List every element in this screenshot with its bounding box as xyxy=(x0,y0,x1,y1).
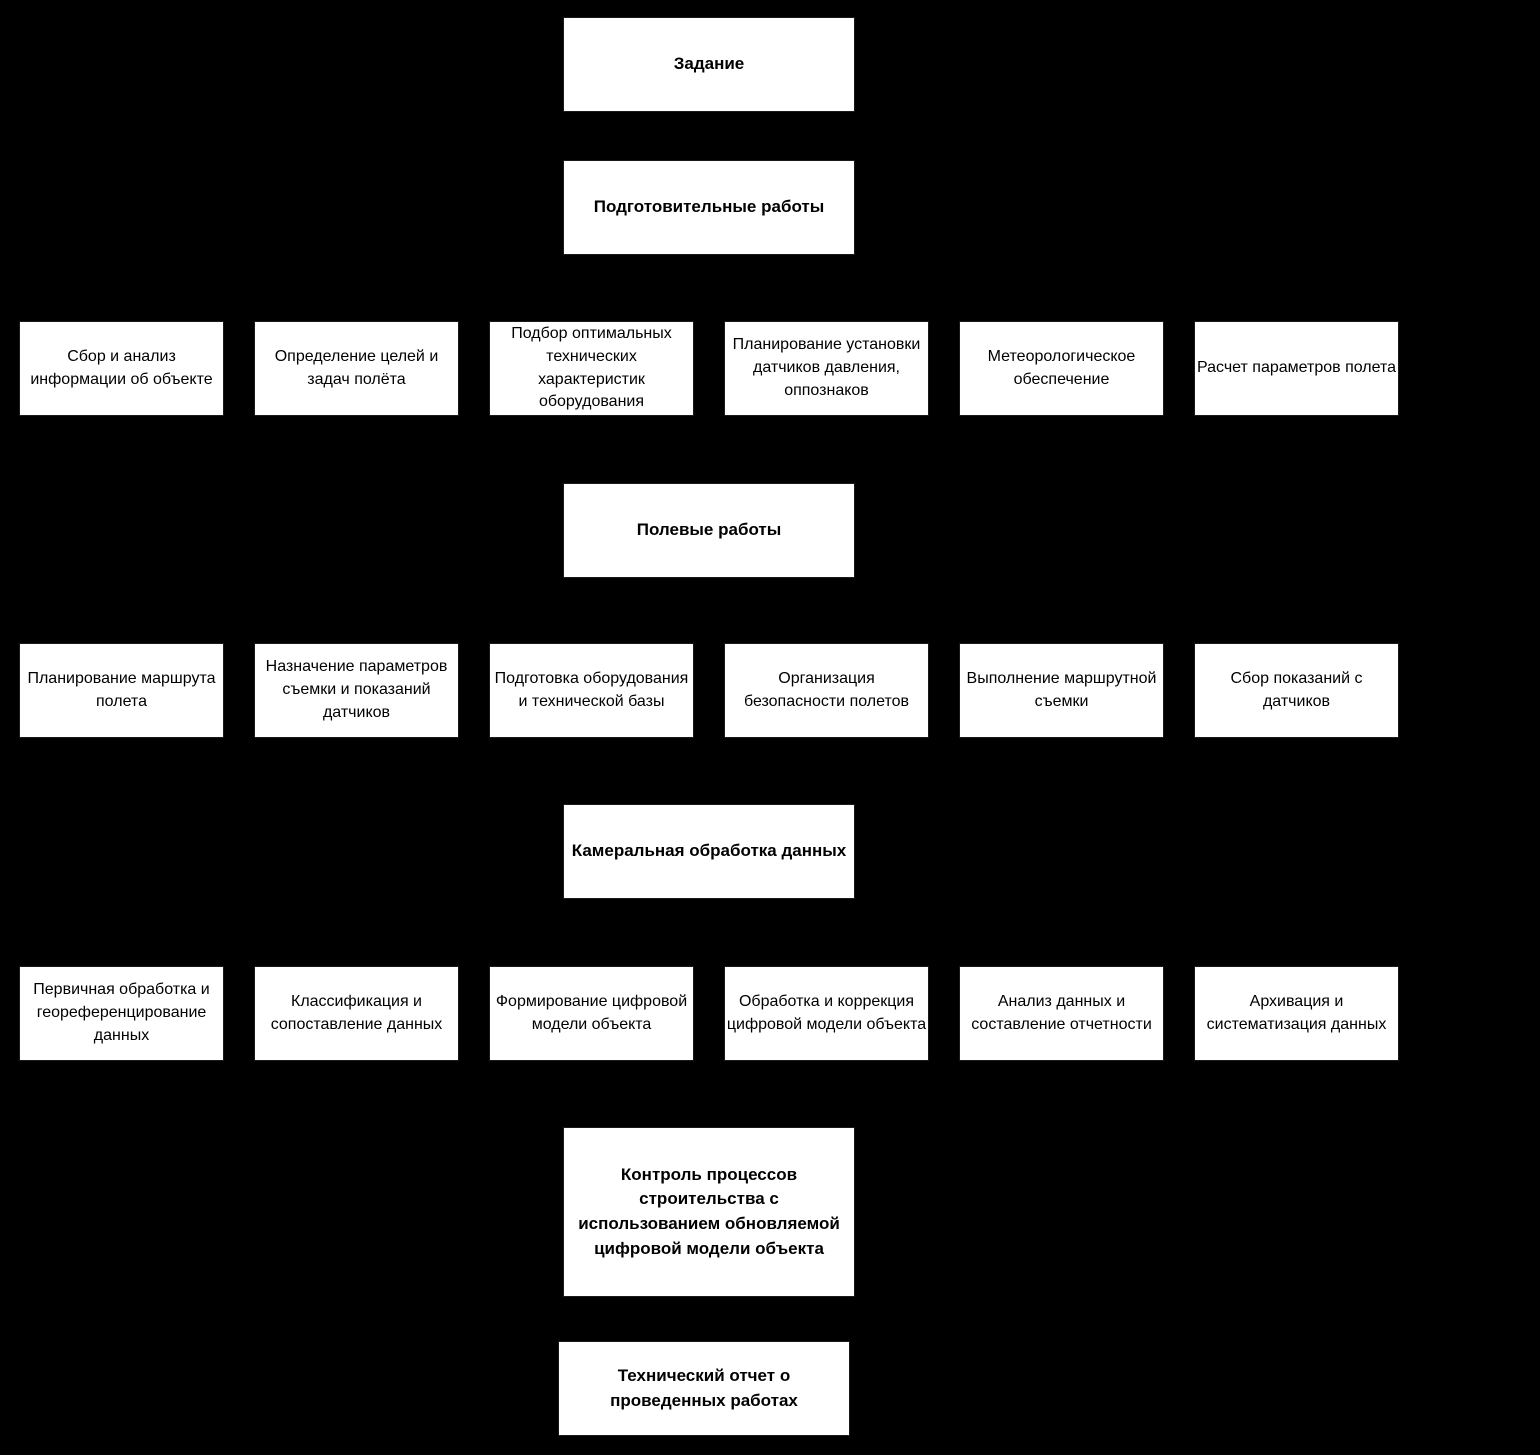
office-step-model-correction-node: Обработка и коррекция цифровой модели об… xyxy=(724,966,929,1061)
prep-step-meteo-support-node: Метеорологическое обеспечение xyxy=(959,321,1164,416)
office-step-data-analysis-node: Анализ данных и составление отчетности xyxy=(959,966,1164,1061)
office-step-classification-node: Классификация и сопоставление данных xyxy=(254,966,459,1061)
prep-step-define-goals-node: Определение целей и задач полёта xyxy=(254,321,459,416)
field-step-sensor-readings-node: Сбор показаний с датчиков xyxy=(1194,643,1399,738)
office-step-archiving-node: Архивация и систематизация данных xyxy=(1194,966,1399,1061)
stage-preparatory-works-node: Подготовительные работы xyxy=(563,160,855,255)
field-step-survey-parameters-node: Назначение параметров съемки и показаний… xyxy=(254,643,459,738)
stage-technical-report-node: Технический отчет о проведенных работах xyxy=(558,1341,850,1436)
field-step-equipment-preparation-node: Подготовка оборудования и технической ба… xyxy=(489,643,694,738)
stage-task-node: Задание xyxy=(563,17,855,112)
stage-field-works-node: Полевые работы xyxy=(563,483,855,578)
prep-step-collect-info-node: Сбор и анализ информации об объекте xyxy=(19,321,224,416)
field-step-flight-safety-node: Организация безопасности полетов xyxy=(724,643,929,738)
field-step-route-planning-node: Планирование маршрута полета xyxy=(19,643,224,738)
prep-step-equipment-specs-node: Подбор оптимальных технических характери… xyxy=(489,321,694,416)
field-step-route-survey-node: Выполнение маршрутной съемки xyxy=(959,643,1164,738)
stage-office-processing-node: Камеральная обработка данных xyxy=(563,804,855,899)
office-step-digital-model-creation-node: Формирование цифровой модели объекта xyxy=(489,966,694,1061)
prep-step-sensor-placement-node: Планирование установки датчиков давления… xyxy=(724,321,929,416)
office-step-primary-processing-node: Первичная обработка и геореференцировани… xyxy=(19,966,224,1061)
stage-construction-control-node: Контроль процессов строительства с испол… xyxy=(563,1127,855,1297)
prep-step-flight-parameters-node: Расчет параметров полета xyxy=(1194,321,1399,416)
